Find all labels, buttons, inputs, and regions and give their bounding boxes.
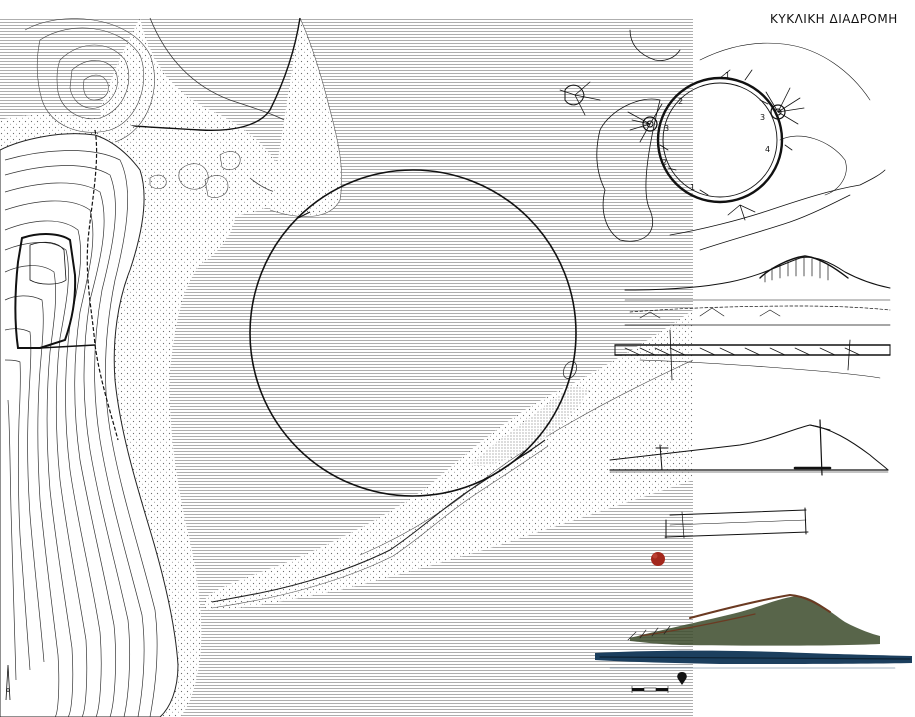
sketch-platform xyxy=(664,507,809,539)
red-sun-marker xyxy=(651,552,665,566)
bay-shoals xyxy=(149,151,241,198)
north-arrow xyxy=(5,664,11,701)
sketch-label: 1 xyxy=(690,183,695,192)
red-sun-highlight xyxy=(652,553,658,559)
north-inner-beach xyxy=(269,17,342,217)
location-pin-icon xyxy=(677,672,687,685)
sketch-number-labels: 1 2 3 4 1 2 3 xyxy=(662,71,770,192)
southeast-sandbar xyxy=(205,310,693,610)
sketch-label: 4 xyxy=(765,145,770,154)
fortress-outline xyxy=(14,233,96,349)
island-footpath xyxy=(86,129,119,441)
sketch-label: 3 xyxy=(760,113,765,122)
route-entry-marker-north xyxy=(297,211,311,219)
route-entry-marker-south xyxy=(519,449,533,458)
sketch-label: 3 xyxy=(664,124,669,133)
sketch-circular-plan xyxy=(559,29,886,251)
drawing-title: ΚΥΚΛΙΚΗ ΔΙΑΔΡΟΜΗ xyxy=(770,12,898,26)
southeast-road-edge xyxy=(211,445,549,609)
sketch-label: 2 xyxy=(678,97,683,106)
north-coast-road xyxy=(104,17,301,132)
sketch-island-watercolor xyxy=(595,593,912,669)
graphic-scale-bar xyxy=(631,686,669,693)
sketch-label: 2 xyxy=(662,158,667,167)
sketch-landscape-elevation xyxy=(614,255,891,381)
southeast-sandbar-inner xyxy=(359,359,693,556)
circular-route xyxy=(249,169,577,497)
island-landmass xyxy=(0,133,179,717)
topographic-contours xyxy=(4,150,158,717)
sketch-label: 1 xyxy=(725,71,730,80)
sketch-section xyxy=(609,419,889,476)
site-plan xyxy=(0,17,693,717)
